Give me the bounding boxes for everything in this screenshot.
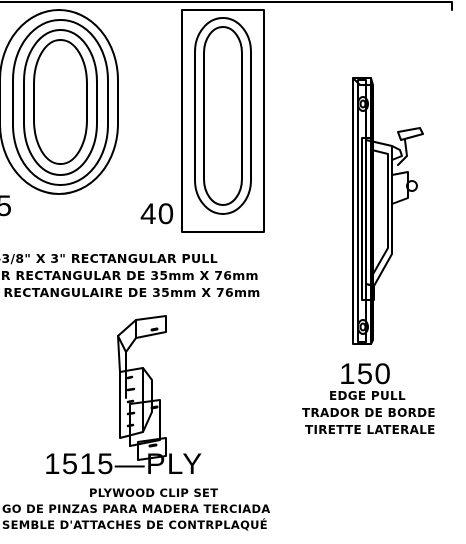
item-1515-description-fr: SEMBLE D'ATTACHES DE CONTRPLAQUÉ (2, 518, 268, 532)
rectangular-pull-40-drawing (181, 9, 265, 233)
item-150-description-fr: TIRETTE LATERALE (305, 423, 436, 437)
item-150-description-en: EDGE PULL (329, 389, 406, 403)
item-40-description-fr: E RECTANGULAIRE DE 35mm X 76mm (0, 285, 261, 300)
item-40-description-en: -3/8" X 3" RECTANGULAR PULL (0, 251, 218, 266)
plywood-clip-set-1515-drawing (117, 315, 167, 461)
oval-pull-35-drawing (0, 9, 119, 195)
item-1515-description-es: GO DE PINZAS PARA MADERA TERCIADA (2, 502, 271, 516)
item-number-40: 40 (140, 198, 176, 231)
item-150-description-es: TRADOR DE BORDE (302, 406, 436, 420)
item-number-35: 35 (0, 190, 14, 223)
frame-border (0, 1, 453, 11)
item-number-150: 150 (339, 358, 393, 391)
item-40-description-es: OR RECTANGULAR DE 35mm X 76mm (0, 268, 259, 283)
item-1515-description-en: PLYWOOD CLIP SET (89, 486, 219, 500)
item-number-1515-ply: 1515—PLY (44, 448, 204, 481)
edge-pull-150-drawing (352, 77, 424, 345)
